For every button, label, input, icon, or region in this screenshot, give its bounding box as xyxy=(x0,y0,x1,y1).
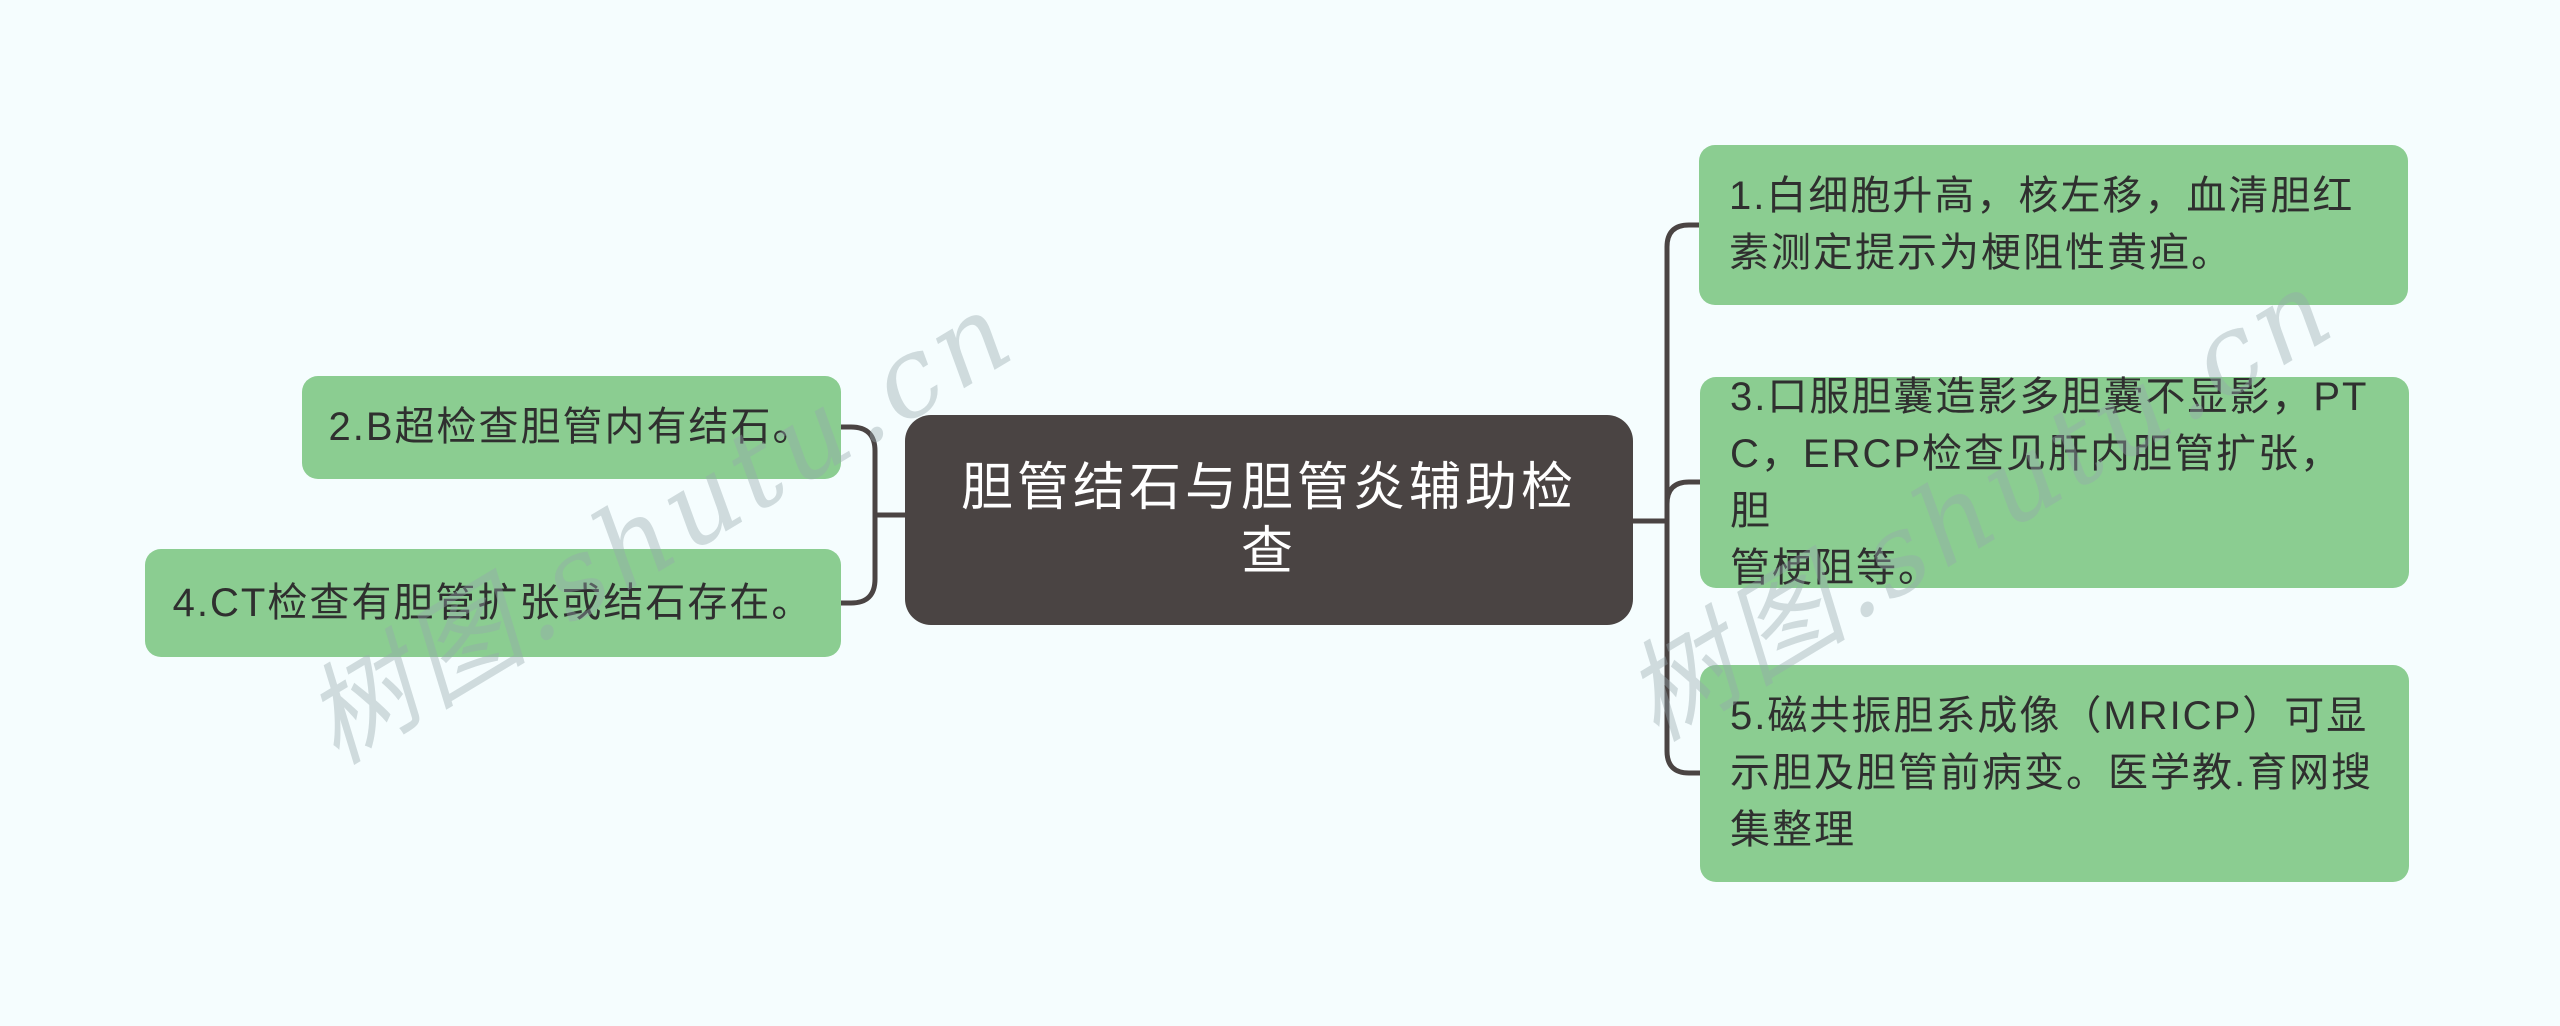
branch-node-ct-scan[interactable]: 4.CT检查有胆管扩张或结石存在。 xyxy=(145,549,841,657)
connector-left-spine xyxy=(838,424,878,606)
branch-node-mricp[interactable]: 5.磁共振胆系成像（MRICP）可显示胆及胆管前病变。医学教.育网搜集整理 xyxy=(1700,665,2409,882)
branch-node-wbc-jaundice[interactable]: 1.白细胞升高，核左移，血清胆红素测定提示为梗阻性黄疸。 xyxy=(1699,145,2408,305)
branch-node-b-ultrasound[interactable]: 2.B超检查胆管内有结石。 xyxy=(302,376,841,479)
connector-right-spine xyxy=(1664,222,1703,776)
root-node[interactable]: 胆管结石与胆管炎辅助检查 xyxy=(905,415,1633,625)
connector-right-middle-stub xyxy=(1664,479,1703,507)
